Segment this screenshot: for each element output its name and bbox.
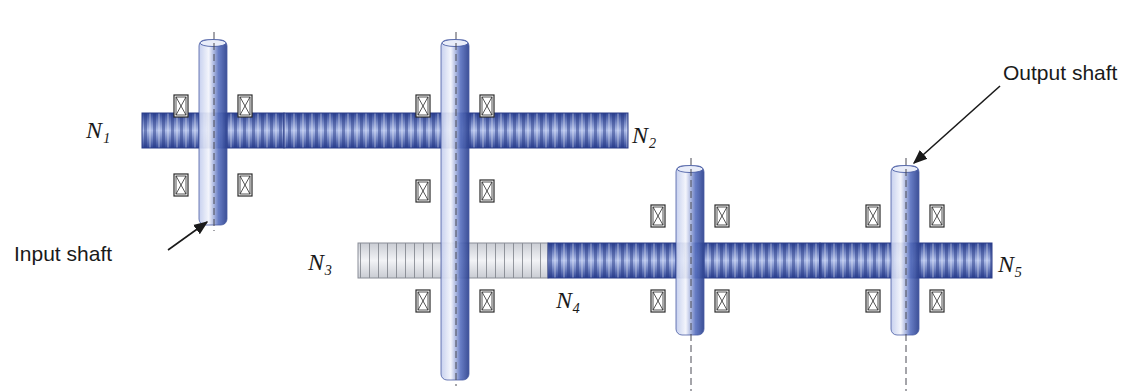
bearing-symbol (174, 95, 188, 117)
center-line (906, 158, 907, 391)
leader-arrow (914, 86, 1000, 163)
bearing-symbol (480, 290, 494, 312)
shaft (676, 166, 704, 335)
shaft-end (200, 40, 226, 47)
center-line (691, 158, 692, 391)
bearing-symbol (715, 290, 729, 312)
gear-label: N₅ (998, 252, 1022, 276)
gear-label: N₂ (632, 123, 656, 147)
shaft (441, 40, 469, 380)
bearing-symbol (651, 205, 665, 227)
bearing-symbol (238, 95, 252, 117)
bearing-symbol (715, 205, 729, 227)
bearing-symbol (480, 180, 494, 202)
center-line (456, 32, 457, 386)
bearing-symbol (416, 290, 430, 312)
shaft-end (442, 40, 468, 47)
bearing-symbol (866, 290, 880, 312)
bearing-symbol (174, 174, 188, 196)
leader-arrow (168, 222, 207, 250)
gear-label: N₃ (308, 250, 332, 274)
bearing-symbol (930, 290, 944, 312)
shaft (199, 40, 227, 225)
bearing-symbol (651, 290, 665, 312)
bearing-symbol (866, 205, 880, 227)
bearing-symbol (480, 95, 494, 117)
part-name: Input shaft (14, 243, 112, 264)
shaft (891, 166, 919, 335)
center-line (214, 32, 215, 231)
bearing-symbol (416, 95, 430, 117)
gear-label: N₁ (86, 118, 110, 142)
bearing-symbol (238, 174, 252, 196)
bearing-symbol (416, 180, 430, 202)
part-name: Output shaft (1003, 62, 1117, 83)
shaft-end (677, 166, 703, 173)
shaft-end (892, 166, 918, 173)
gear-label: N₄ (556, 288, 580, 312)
bearing-symbol (930, 205, 944, 227)
